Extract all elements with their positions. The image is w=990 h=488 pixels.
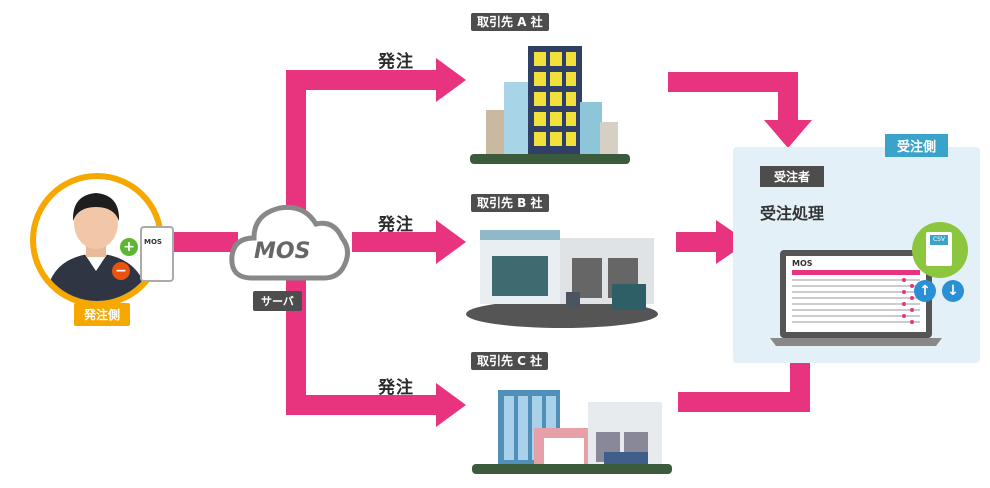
csv-label: CSV <box>930 235 948 245</box>
arrow-b-to-receiver <box>716 220 748 264</box>
laptop-illustration: MOS <box>770 250 942 346</box>
order-label-a: 発注 <box>378 52 414 72</box>
csv-file-icon: CSV <box>912 222 968 278</box>
laptop-logo: MOS <box>792 259 813 268</box>
office-building-icon <box>470 46 630 164</box>
server-logo: MOS <box>254 239 310 264</box>
upload-icon: ↑ <box>914 280 936 302</box>
factory-icon <box>472 390 672 474</box>
arrow-orderer-to-server <box>160 232 238 252</box>
minus-icon: − <box>112 262 130 280</box>
arrow-a-to-receiver <box>764 120 812 148</box>
order-label-c: 発注 <box>378 378 414 398</box>
receiver-tag: 受注側 <box>885 134 949 157</box>
phone-illustration: MOS <box>140 226 174 282</box>
order-label-b: 発注 <box>378 215 414 235</box>
cloud-icon: MOS <box>229 204 350 281</box>
phone-logo: MOS <box>144 238 162 246</box>
supplier-b-label: 取引先 B 社 <box>471 194 549 212</box>
orderer-label: 発注側 <box>74 303 131 326</box>
arrow-to-supplier-b <box>436 220 466 264</box>
arrow-to-supplier-c <box>436 383 466 427</box>
supplier-c-label: 取引先 C 社 <box>471 352 549 370</box>
receiver-staff-tag: 受注者 <box>760 166 825 187</box>
server-label: サーバ <box>253 291 302 311</box>
plus-icon: + <box>120 238 138 256</box>
arrow-to-supplier-a <box>436 58 466 102</box>
download-icon: ↓ <box>942 280 964 302</box>
receiver-process-label: 受注処理 <box>760 204 825 223</box>
supplier-a-label: 取引先 A 社 <box>471 13 549 31</box>
warehouse-icon <box>466 230 658 328</box>
